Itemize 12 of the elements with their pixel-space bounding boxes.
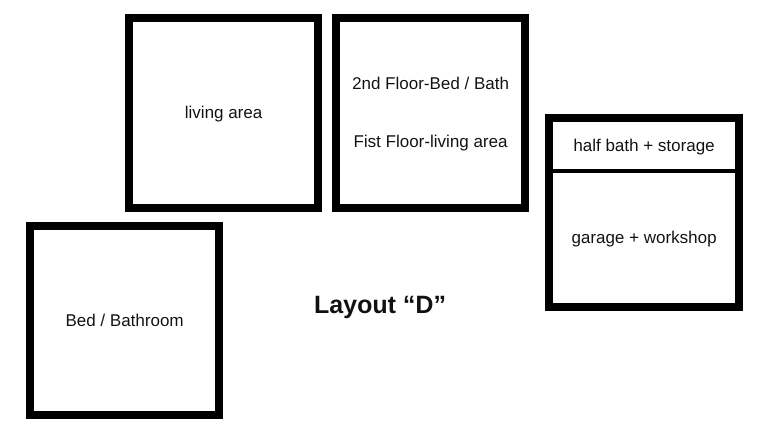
- room-box: [332, 14, 529, 212]
- room-label: half bath + storage: [573, 136, 715, 156]
- room-box: [545, 173, 743, 311]
- room-label: Fist Floor-living area: [354, 132, 508, 152]
- room-box: [125, 14, 322, 212]
- room-box: [545, 114, 743, 173]
- room-box: [26, 222, 223, 419]
- title: Layout “D”: [314, 290, 446, 320]
- room-label: garage + workshop: [571, 228, 717, 248]
- room-label: living area: [184, 103, 262, 123]
- room-label: Bed / Bathroom: [65, 310, 184, 330]
- room-label: 2nd Floor-Bed / Bath: [352, 74, 509, 94]
